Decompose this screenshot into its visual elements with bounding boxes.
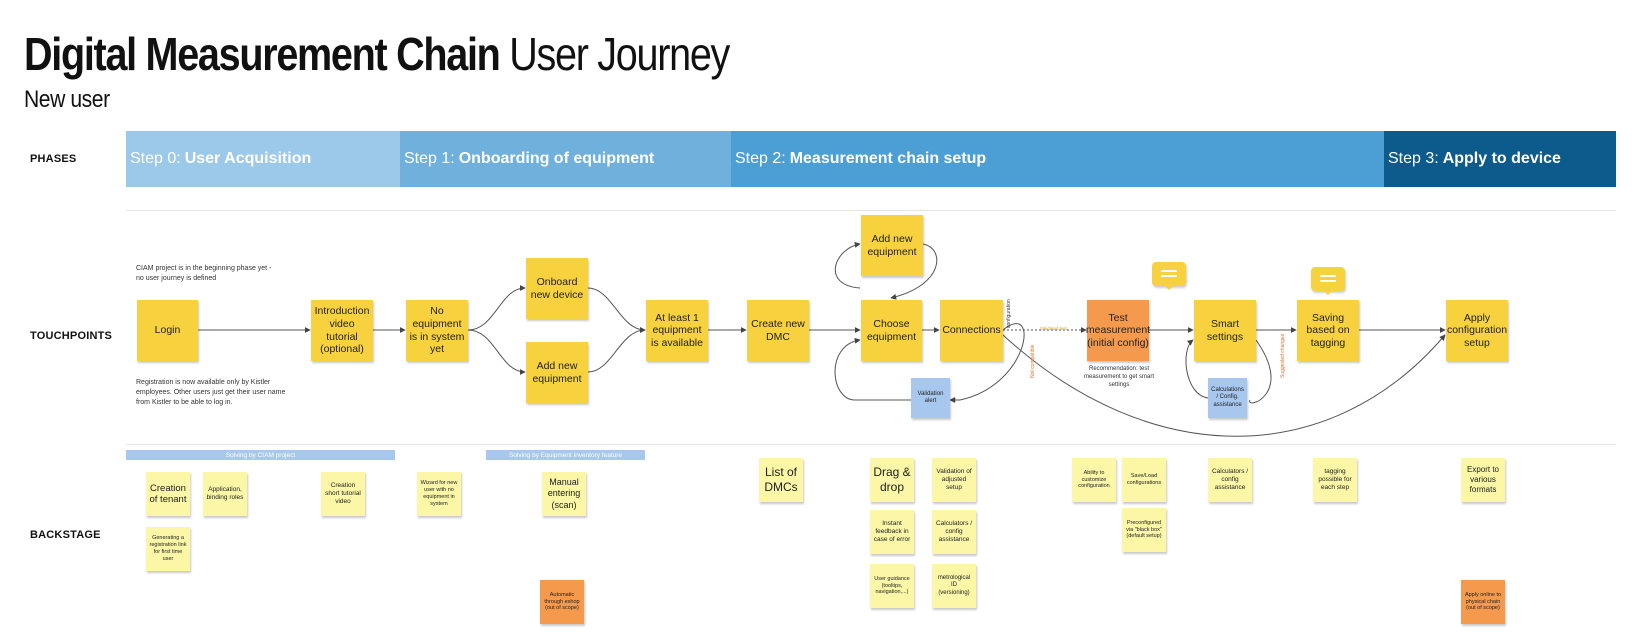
backstage-manual[interactable]: Manual entering (scan) [542, 472, 586, 516]
connector-arrow [834, 241, 861, 289]
touchpoint-calc-assistance[interactable]: Calculations / Config. assistance [1208, 378, 1247, 418]
connector-arrow [1249, 339, 1272, 404]
backstage-reg-link[interactable]: Generating a registration link for first… [146, 527, 190, 571]
phase-name: Apply to device [1442, 150, 1561, 167]
phase-prefix: Step 2: [735, 150, 786, 167]
backstage-creation-video[interactable]: Creation short tutorial video [321, 472, 365, 516]
edge-label-configuration: configuration [1006, 299, 1012, 328]
touchpoint-validation-alert[interactable]: Validation alert [911, 378, 950, 418]
phase-step-3[interactable]: Step 3:Apply to device [1384, 131, 1616, 187]
note-registration: Registration is now available only by Ki… [136, 379, 286, 406]
edge-label-changes: Suggested changes [1280, 333, 1286, 378]
backstage-user-guidance[interactable]: User guidance (tooltips, navigation,...) [870, 564, 914, 608]
touchpoint-intro-video[interactable]: Introduction video tutorial (optional) [311, 300, 373, 361]
title-light: User Journey [509, 28, 730, 80]
connector-arrow [587, 327, 646, 373]
backstage-tagging[interactable]: tagging possible for each step [1313, 458, 1357, 502]
edge-label-connection: Validated test [1040, 326, 1067, 331]
phase-step-1[interactable]: Step 1:Onboarding of equipment [400, 131, 731, 187]
row-label-phases: PHASES [30, 153, 77, 165]
backstage-preconfigured[interactable]: Preconfigured via "black box" (default s… [1122, 508, 1166, 552]
backstage-list-dmc[interactable]: List of DMCs [759, 458, 803, 502]
comment-icon[interactable] [1311, 267, 1345, 291]
connector-arrow [1185, 339, 1209, 399]
touchpoint-saving-tagging[interactable]: Saving based on tagging [1297, 300, 1359, 361]
backstage-export[interactable]: Export to various formats [1461, 458, 1505, 502]
touchpoint-at-least-one[interactable]: At least 1 equipment is available [646, 300, 708, 361]
touchpoint-choose-equipment[interactable]: Choose equipment [861, 300, 922, 361]
note-ciam: CIAM project is in the beginning phase y… [136, 265, 272, 282]
backstage-save-load[interactable]: Save/Load configurations [1122, 458, 1166, 502]
backstage-apply-online[interactable]: Apply online to physical chain (out of s… [1461, 580, 1505, 624]
comment-icon[interactable] [1152, 262, 1186, 286]
backstage-drag-drop[interactable]: Drag & drop [870, 458, 914, 502]
backstage-calculators-config-2[interactable]: Calculators / config assistance [1208, 458, 1252, 502]
touchpoint-apply-config[interactable]: Apply configuration setup [1446, 300, 1508, 361]
phase-name: Measurement chain setup [789, 150, 987, 167]
touchpoint-add-equipment-top[interactable]: Add new equipment [861, 215, 923, 276]
row-label-backstage: BACKSTAGE [30, 529, 101, 541]
comment-pointer [1323, 290, 1333, 295]
connector-arrow [1002, 334, 1446, 437]
note-recommendation: Recommendation: test measurement to get … [1083, 366, 1155, 389]
phase-prefix: Step 1: [404, 150, 455, 167]
backstage-metrological-id[interactable]: metrological ID (versioning) [932, 564, 976, 608]
touchpoint-create-dmc[interactable]: Create new DMC [747, 300, 809, 361]
touchpoint-login[interactable]: Login [137, 300, 198, 361]
page-title: Digital Measurement Chain User Journey [24, 26, 730, 82]
divider [126, 210, 1616, 211]
backstage-automatic[interactable]: Automatic through eshop (out of scope) [540, 580, 584, 624]
backstage-instant-feedback[interactable]: Instant feedback in case of error [870, 510, 914, 554]
phase-name: User Acquisition [184, 150, 312, 167]
touchpoint-test-measurement[interactable]: Test measurement (initial config) [1086, 300, 1150, 361]
touchpoint-add-equipment[interactable]: Add new equipment [526, 342, 588, 403]
touchpoint-onboard-device[interactable]: Onboard new device [526, 258, 588, 319]
phase-prefix: Step 3: [1388, 150, 1439, 167]
touchpoint-smart-settings[interactable]: Smart settings [1194, 300, 1256, 361]
backstage-creation-tenant[interactable]: Creation of tenant [146, 472, 190, 516]
connector-arrow [467, 285, 526, 331]
bar-ciam: Solving by CIAM project [126, 450, 395, 460]
phase-step-2[interactable]: Step 2:Measurement chain setup [731, 131, 1384, 187]
backstage-validation-setup[interactable]: Validation of adjusted setup [932, 458, 976, 502]
touchpoint-connections[interactable]: Connections [940, 300, 1003, 361]
backstage-app-binding[interactable]: Application, binding roles [203, 472, 247, 516]
row-label-touchpoints: TOUCHPOINTS [30, 330, 113, 342]
connector-arrow [834, 337, 911, 401]
edge-label-not-ok: Not compatible [1030, 344, 1036, 378]
comment-pointer [1164, 285, 1174, 290]
title-bold: Digital Measurement Chain [24, 28, 501, 80]
bar-inventory: Solving by Equipment inventory feature [486, 450, 645, 460]
phase-name: Onboarding of equipment [458, 150, 655, 167]
page-subtitle: New user [24, 86, 110, 113]
phase-step-0[interactable]: Step 0:User Acquisition [126, 131, 400, 187]
backstage-ability-customize[interactable]: Ability to customize configuration [1072, 458, 1116, 502]
phase-prefix: Step 0: [130, 150, 181, 167]
touchpoint-no-equipment[interactable]: No equipment is in system yet [406, 300, 468, 361]
backstage-calculators-config[interactable]: Calculators / config assistance [932, 510, 976, 554]
divider [126, 444, 1616, 445]
backstage-wizard[interactable]: Wizard for new user with no equipment in… [417, 472, 461, 516]
connector-arrow [587, 287, 646, 333]
connector-arrow [467, 329, 526, 375]
connector-arrow [890, 243, 938, 300]
connector-arrow [949, 323, 1025, 403]
